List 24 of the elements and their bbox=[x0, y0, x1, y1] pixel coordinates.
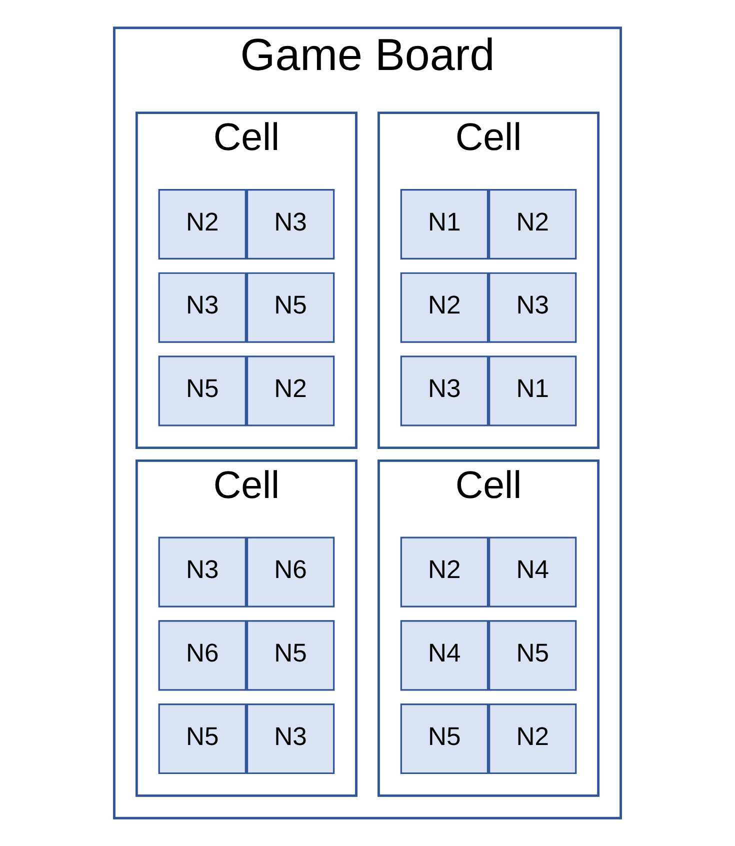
node-box: N3 bbox=[400, 356, 489, 426]
node-box: N2 bbox=[400, 272, 489, 343]
node-box: N2 bbox=[488, 704, 577, 774]
node-box: N2 bbox=[246, 356, 335, 426]
node-box: N1 bbox=[488, 356, 577, 426]
node-box: N2 bbox=[158, 188, 246, 260]
node-box: N3 bbox=[488, 272, 577, 343]
node-box: N3 bbox=[158, 536, 246, 608]
node-box: N3 bbox=[246, 188, 335, 260]
node-box: N6 bbox=[158, 620, 246, 691]
node-box: N5 bbox=[488, 620, 577, 691]
node-box: N1 bbox=[400, 188, 489, 260]
node-box: N5 bbox=[246, 620, 335, 691]
node-box: N5 bbox=[158, 704, 246, 774]
node-box: N2 bbox=[400, 536, 489, 608]
node-box: N2 bbox=[488, 188, 577, 260]
node-box: N5 bbox=[158, 356, 246, 426]
node-box: N5 bbox=[400, 704, 489, 774]
node-box: N4 bbox=[400, 620, 489, 691]
node-box: N3 bbox=[158, 272, 246, 343]
node-box: N6 bbox=[246, 536, 335, 608]
node-box: N3 bbox=[246, 704, 335, 774]
node-box: N4 bbox=[488, 536, 577, 608]
node-box: N5 bbox=[246, 272, 335, 343]
